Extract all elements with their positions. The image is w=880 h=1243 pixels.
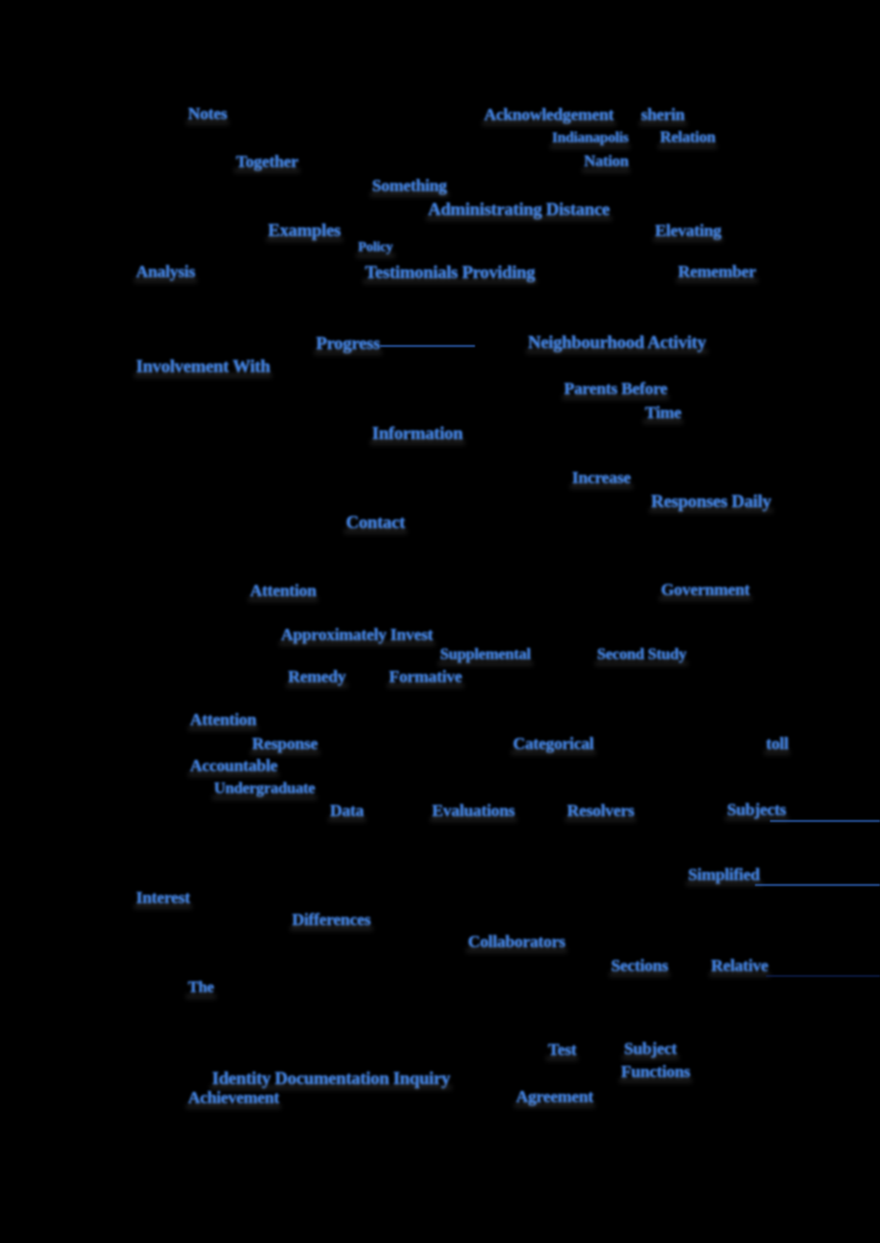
text-fragment: Involvement With: [136, 356, 271, 376]
text-fragment: Subject: [624, 1039, 677, 1058]
text-fragment: toll: [766, 734, 789, 753]
text-fragment: Administrating Distance: [428, 199, 610, 219]
underline-rule: [770, 820, 880, 822]
text-fragment: Data: [330, 801, 364, 820]
text-fragment: Formative: [389, 667, 462, 686]
text-fragment: Relative: [711, 956, 769, 975]
text-fragment: Time: [645, 403, 682, 422]
text-fragment: Collaborators: [468, 932, 566, 951]
text-fragment: Progress: [316, 333, 380, 353]
text-fragment: Nation: [584, 153, 629, 170]
text-fragment: Approximately Invest: [281, 625, 433, 644]
underline-rule: [380, 345, 475, 347]
text-fragment: sherin: [641, 105, 685, 124]
text-fragment: Sections: [611, 956, 669, 975]
text-fragment: Indianapolis: [552, 130, 629, 146]
text-fragment: Increase: [572, 468, 631, 487]
text-fragment: Contact: [346, 512, 405, 532]
text-fragment: Neighbourhood Activity: [528, 332, 706, 352]
text-fragment: Acknowledgement: [484, 105, 614, 124]
text-fragment: Simplified: [688, 865, 760, 884]
text-fragment: Subjects: [727, 800, 786, 819]
text-fragment: Testimonials Providing: [365, 262, 535, 282]
text-fragment: Test: [548, 1040, 577, 1059]
text-fragment: Identity Documentation Inquiry: [212, 1068, 451, 1088]
underline-rule: [766, 975, 880, 977]
text-fragment: Government: [661, 580, 750, 599]
text-fragment: Supplemental: [440, 646, 531, 663]
underline-rule: [755, 884, 880, 886]
text-fragment: Parents Before: [564, 379, 668, 398]
text-fragment: Relation: [660, 129, 716, 146]
text-fragment: Interest: [136, 888, 190, 907]
text-fragment: Together: [236, 152, 299, 171]
text-fragment: Analysis: [136, 262, 196, 281]
text-fragment: Policy: [358, 240, 393, 255]
text-fragment: Information: [372, 423, 463, 443]
text-fragment: Accountable: [190, 756, 278, 775]
text-fragment: Remember: [678, 262, 756, 281]
text-fragment: Notes: [188, 104, 228, 123]
text-fragment: Undergraduate: [214, 780, 315, 797]
text-fragment: Second Study: [597, 646, 687, 663]
text-fragment: Responses Daily: [651, 491, 772, 511]
text-fragment: Examples: [268, 220, 341, 240]
text-fragment: Differences: [292, 910, 371, 929]
text-fragment: The: [188, 979, 214, 996]
text-fragment: Attention: [250, 581, 317, 600]
text-fragment: Evaluations: [432, 801, 515, 820]
text-fragment: Functions: [621, 1062, 691, 1081]
text-fragment: Remedy: [288, 667, 346, 686]
text-fragment: Categorical: [513, 734, 594, 753]
text-fragment: Attention: [190, 710, 257, 729]
text-fragment: Something: [372, 176, 447, 195]
text-fragment: Achievement: [188, 1088, 280, 1107]
text-fragment: Elevating: [655, 221, 722, 240]
text-fragment: Resolvers: [567, 801, 635, 820]
text-fragment: Response: [252, 734, 318, 753]
text-fragment: Agreement: [516, 1087, 594, 1106]
